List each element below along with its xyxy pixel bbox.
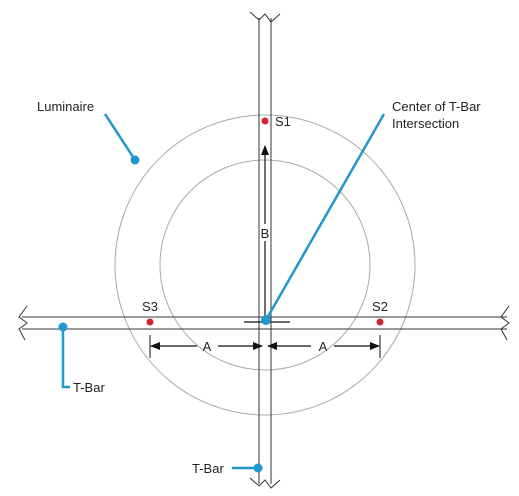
- tbar-horizontal-callout-line: [61, 327, 70, 389]
- tbar-vertical: [249, 11, 281, 489]
- tbar-vertical-callout-dot: [253, 463, 263, 473]
- sensor-s3-label: S3: [142, 299, 158, 314]
- center-callout-dot: [261, 315, 271, 325]
- dim-a-left-label: A: [203, 339, 212, 354]
- sensor-s1-dot: [261, 117, 269, 125]
- center-callout-line: [264, 113, 386, 321]
- center-label-line1: Center of T-Bar: [392, 99, 481, 114]
- luminaire-outer-circle: [114, 114, 416, 416]
- sensor-s2-label: S2: [372, 299, 388, 314]
- dimension-a-left: [149, 335, 263, 358]
- tbar-horizontal-label: T-Bar: [73, 380, 105, 395]
- luminaire-callout-dot: [130, 155, 140, 165]
- tbar-vertical-label: T-Bar: [192, 461, 224, 476]
- dimension-a-right: [267, 335, 381, 358]
- dim-a-right-label: A: [319, 339, 328, 354]
- dim-b-label: B: [261, 226, 270, 241]
- sensor-s2-dot: [376, 318, 384, 326]
- tbar-horizontal-callout-dot: [58, 322, 68, 332]
- sensor-s1-label: S1: [275, 114, 291, 129]
- luminaire-label: Luminaire: [37, 99, 94, 114]
- sensor-s3-dot: [146, 318, 154, 326]
- luminaire-callout-line: [103, 113, 137, 161]
- center-label-line2: Intersection: [392, 116, 459, 131]
